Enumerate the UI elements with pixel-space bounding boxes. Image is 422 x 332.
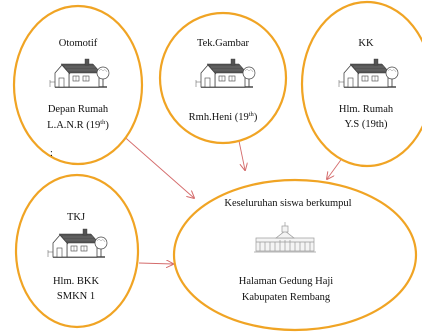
node-tek-gambar: Tek.Gambar Rmh.Heni (19th) [158,11,288,145]
node-otomotif-title: Otomotif [59,38,98,49]
node-gathering-line1: Halaman Gedung Haji [239,276,334,287]
node-tkj-title: TKJ [67,212,85,223]
node-tek-gambar-line1: Rmh.Heni (19th) [189,111,258,123]
arrow-kk-to-gathering [327,156,344,179]
arrow-tek-gambar-to-gathering [238,140,245,170]
node-tek-gambar-title: Tek.Gambar [197,38,250,49]
node-tkj: TKJ Hlm. BKK SMKN 1 [14,173,140,329]
node-tkj-line2: SMKN 1 [57,291,95,302]
node-gathering: Keseluruhan siswa berkumpul Halaman Gedu… [172,178,418,332]
node-kk-line1: Hlm. Rumah [339,104,394,115]
arrow-tkj-to-gathering [138,263,173,264]
node-otomotif-mark: : [50,148,53,159]
node-otomotif-line2: L.A.N.R (19th) [47,119,109,131]
node-kk: KK Hlm. Rumah Y.S (19th) [300,0,422,168]
node-gathering-title: Keseluruhan siswa berkumpul [224,198,351,209]
node-tkj-line1: Hlm. BKK [53,276,100,287]
node-kk-title: KK [358,38,374,49]
node-kk-line2: Y.S (19th) [345,119,388,130]
node-gathering-line2: Kabupaten Rembang [242,292,331,303]
node-gathering-ellipse [172,178,418,332]
node-otomotif-line1: Depan Rumah [48,104,109,115]
node-otomotif: Otomotif Depan Rumah L.A.N.R (19th) : [12,4,144,166]
arrow-otomotif-to-gathering [119,132,194,198]
